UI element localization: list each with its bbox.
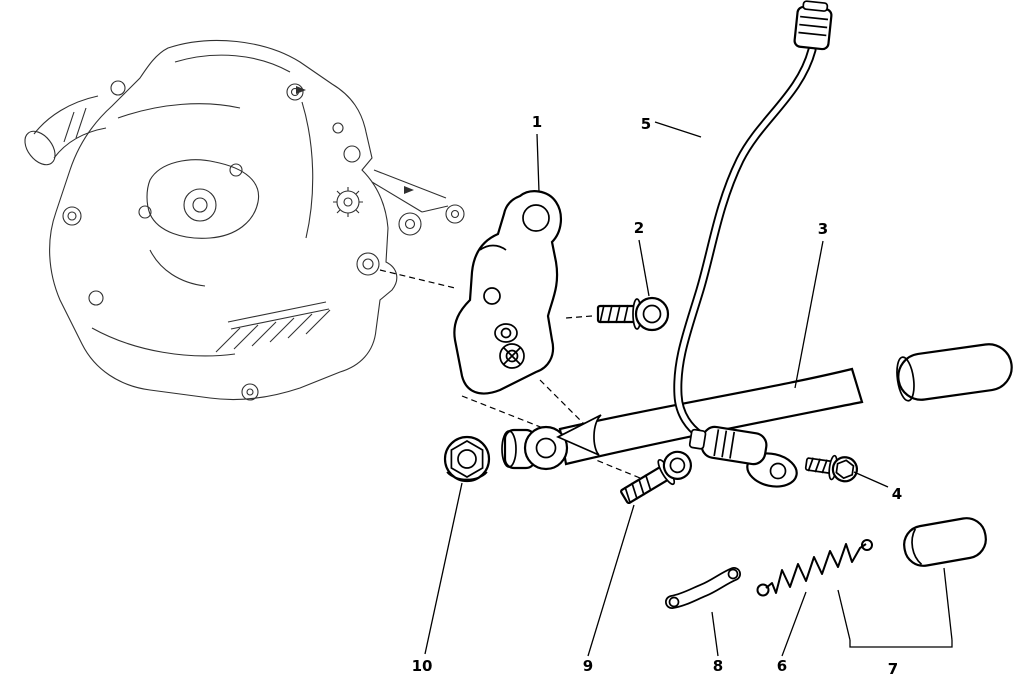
callout-label-9: 9 [583,657,593,675]
callout-label-3: 3 [818,220,828,238]
index-arrow-icon [296,86,306,94]
callout-label-4: 4 [892,485,902,503]
callout-label-8: 8 [713,657,723,675]
nut-part-10 [443,435,491,483]
callout-label-10: 10 [412,657,433,675]
switch-cable-part-5 [673,0,833,466]
index-arrow-icon [404,186,414,194]
callout-leader-lines [424,121,889,657]
bolt-part-2 [596,296,670,332]
kit-bracket-line [837,589,851,641]
bolt-part-4 [804,454,859,483]
engine-crankcase-drawing [24,39,465,401]
end-cap-part-7 [837,517,987,648]
kit-bracket [849,640,953,648]
direction-arrow-icon [556,414,602,456]
pivot-bolt-part-9 [620,450,693,505]
kit-bracket-line [943,567,953,641]
spring-part-6 [756,539,873,597]
callout-label-5: 5 [641,115,651,133]
assembly-dashed-lines [379,269,641,479]
side-stand-bracket-part-1 [453,190,562,395]
clip-part-8 [665,567,741,609]
side-stand-leg-part-3 [501,343,1013,488]
callout-label-1: 1 [532,113,542,131]
callout-label-7: 7 [888,660,898,678]
callout-label-2: 2 [634,219,644,237]
callout-labels: 1 2 3 4 5 6 7 8 9 10 [412,113,903,678]
callout-label-6: 6 [777,657,787,675]
